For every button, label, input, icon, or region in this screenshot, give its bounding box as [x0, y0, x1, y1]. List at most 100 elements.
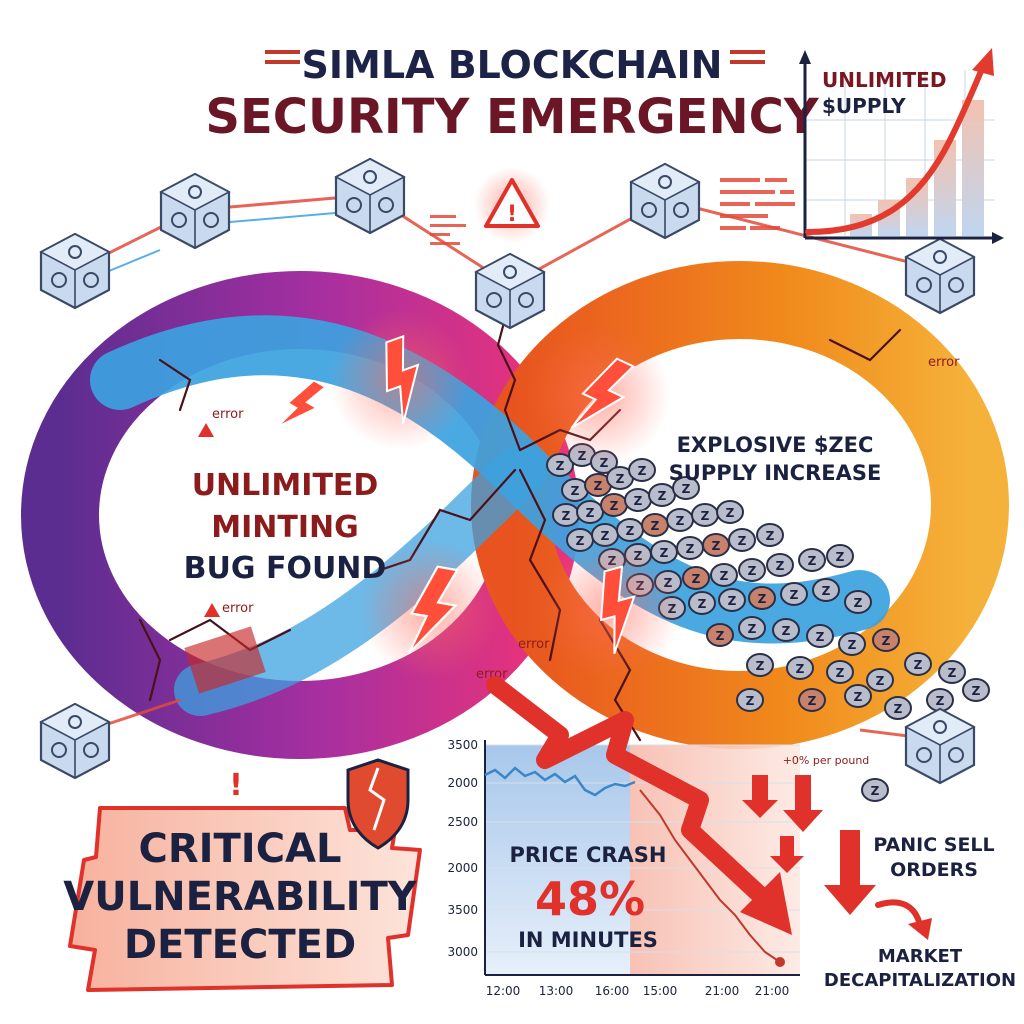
zec-coin-icon: Z [962, 678, 990, 702]
zec-coin-glyph: Z [836, 550, 845, 564]
block-cube-icon [904, 237, 976, 315]
y-tick: 2500 [447, 815, 478, 829]
zec-coin-glyph: Z [914, 658, 923, 672]
zec-coin-icon: Z [798, 688, 826, 712]
zec-coin-icon: Z [628, 458, 656, 482]
market-line-1: MARKET [878, 946, 963, 967]
down-arrows [742, 775, 876, 915]
price-crash-line-1: PRICE CRASH [510, 843, 667, 867]
title-block: SIMLA BLOCKCHAIN SECURITY EMERGENCY [205, 43, 819, 145]
price-line-pre-crash [484, 766, 636, 797]
zec-coin-icon: Z [600, 493, 628, 517]
zec-coin-glyph: Z [594, 479, 603, 493]
zec-coin-icon: Z [672, 476, 700, 500]
panic-line-2: ORDERS [890, 859, 978, 881]
zec-coin-icon: Z [641, 513, 669, 537]
zec-coin-icon: Z [904, 652, 932, 676]
zec-coin-glyph: Z [776, 559, 785, 573]
block-cube-icon [629, 162, 701, 240]
zec-coin-icon: Z [738, 558, 766, 582]
zec-coin-glyph: Z [728, 594, 737, 608]
zec-coin-icon: Z [648, 483, 676, 507]
zec-coin-glyph: Z [871, 784, 880, 798]
y-tick: 2000 [447, 776, 478, 790]
error-label: error [222, 601, 254, 616]
supply-increase-line-2: SUPPLY INCREASE [669, 461, 882, 485]
zec-coin-glyph: Z [782, 624, 791, 638]
zec-coin-icon: Z [736, 688, 764, 712]
zec-coin-glyph: Z [758, 592, 767, 606]
zec-coin-glyph: Z [634, 494, 643, 508]
zec-coin-glyph: Z [601, 529, 610, 543]
zec-coin-glyph: Z [822, 584, 831, 598]
supply-growth-curve [805, 59, 988, 235]
crash-arrow [486, 676, 792, 935]
zec-coin-icon: Z [826, 660, 854, 684]
zec-coin-glyph: Z [701, 509, 710, 523]
code-fragments [430, 178, 795, 245]
zec-coin-icon: Z [772, 618, 800, 642]
critical-line-2: VULNERABILITY [63, 874, 418, 920]
supply-increase-line-1: EXPLOSIVE $ZEC [677, 433, 874, 457]
zec-coin-icon: Z [838, 632, 866, 656]
panic-line-1: PANIC SELL [873, 834, 994, 856]
zec-coin-glyph: Z [562, 509, 571, 523]
zec-coin-glyph: Z [854, 596, 863, 610]
zec-coin-glyph: Z [748, 564, 757, 578]
left-loop-label: UNLIMITED MINTING BUG FOUND [184, 468, 387, 586]
block-cube-icon [39, 232, 111, 310]
zec-coin-glyph: Z [610, 499, 619, 513]
zec-coin-icon: Z [884, 696, 912, 720]
error-label: error [212, 407, 244, 422]
minting-label-line-1: UNLIMITED [192, 468, 379, 503]
zec-coin-glyph: Z [808, 554, 817, 568]
zec-coin-icon: Z [561, 478, 589, 502]
right-loop-label: EXPLOSIVE $ZEC SUPPLY INCREASE [669, 433, 882, 485]
zec-coin-glyph: Z [854, 690, 863, 704]
zec-coin-glyph: Z [556, 459, 565, 473]
market-label: MARKET DECAPITALIZATION [824, 946, 1016, 991]
x-tick: 16:00 [595, 984, 630, 998]
zec-coin-glyph: Z [876, 674, 885, 688]
zec-coin-glyph: Z [972, 684, 981, 698]
zec-coin-glyph: Z [712, 539, 721, 553]
zec-coin-icon: Z [938, 660, 966, 684]
y-tick: 2000 [447, 861, 478, 875]
supply-label-line-1: UNLIMITED [822, 68, 946, 92]
zec-coin-icon: Z [844, 684, 872, 708]
supply-label-line-2: $UPPLY [822, 94, 906, 118]
x-tick: 13:00 [539, 984, 574, 998]
y-tick: 3000 [447, 945, 478, 959]
zec-coin-glyph: Z [836, 666, 845, 680]
zec-coin-glyph: Z [676, 514, 685, 528]
zec-coin-glyph: Z [660, 546, 669, 560]
zec-coin-glyph: Z [720, 569, 729, 583]
critical-line-1: CRITICAL [138, 826, 341, 872]
x-tick: 21:00 [755, 984, 790, 998]
zec-coin-glyph: Z [638, 464, 647, 478]
zec-coin-icon: Z [812, 578, 840, 602]
price-crash-percent: 48% [535, 872, 645, 926]
zec-coin-glyph: Z [766, 529, 775, 543]
zec-coin-glyph: Z [682, 482, 691, 496]
warning-sign-glyph: ! [507, 202, 517, 227]
zec-coin-icon: Z [756, 523, 784, 547]
x-axis-ticks: 12:00 13:00 16:00 15:00 21:00 21:00 [486, 984, 790, 998]
broken-shield-icon [346, 758, 410, 850]
zec-coin-glyph: Z [790, 588, 799, 602]
zec-coin-icon: Z [780, 582, 808, 606]
zec-coin-icon: Z [748, 586, 776, 610]
zec-coin-icon: Z [738, 616, 766, 640]
zec-coin-icon: Z [806, 624, 834, 648]
zec-coin-icon: Z [718, 588, 746, 612]
zec-coin-glyph: Z [651, 519, 660, 533]
error-label: error [518, 637, 550, 652]
warning-sign-top: ! [474, 167, 550, 243]
block-cube-icon [474, 252, 546, 330]
zec-coin-glyph: Z [796, 662, 805, 676]
title-line-2: SECURITY EMERGENCY [205, 89, 819, 145]
zec-coin-glyph: Z [616, 472, 625, 486]
zec-coin-glyph: Z [748, 622, 757, 636]
